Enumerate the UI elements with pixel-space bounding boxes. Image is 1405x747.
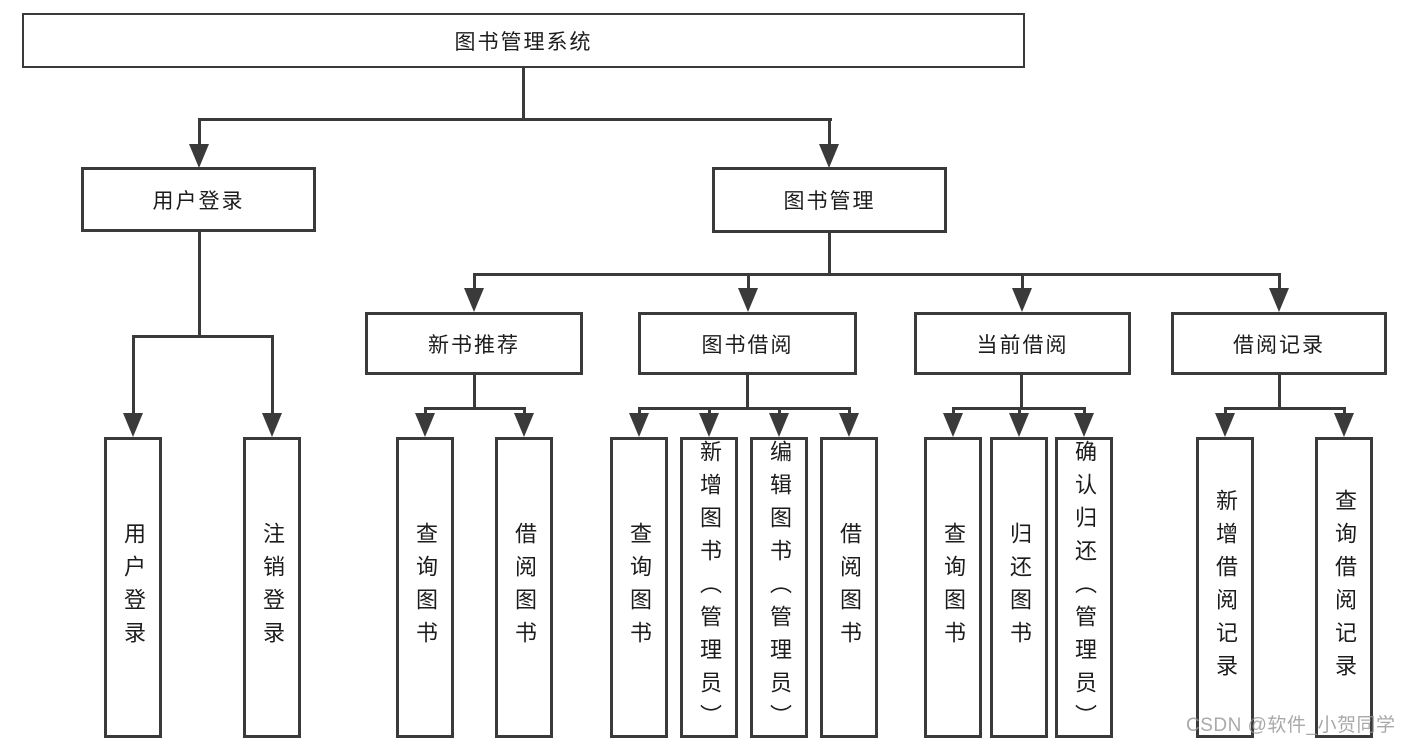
connector [1224,407,1227,416]
connector [708,407,711,416]
node-borrow-records: 借阅记录 [1171,312,1387,375]
connector [1083,407,1086,416]
leaf-cb-query-books: 查询图书 [924,437,982,738]
leaf-cb-return-books: 归还图书 [990,437,1048,738]
arrowhead-down-icon [123,413,143,437]
connector [271,335,274,415]
leaf-cb-confirm-return-admin: 确认归还（管理员） [1055,437,1113,738]
watermark: CSDN @软件_小贺同学 [1186,715,1396,736]
connector [952,407,955,416]
arrowhead-down-icon [1012,288,1032,312]
leaf-bb-edit-books-admin: 编辑图书（管理员） [750,437,808,738]
connector [1278,375,1281,407]
connector [638,407,850,410]
connector [1021,273,1024,291]
leaf-br-add-record: 新增借阅记录 [1196,437,1254,738]
leaf-br-query-record: 查询借阅记录 [1315,437,1373,738]
node-root-system: 图书管理系统 [22,13,1025,68]
connector [778,407,781,416]
leaf-logout: 注销登录 [243,437,301,738]
connector [1020,375,1023,407]
connector [848,407,851,416]
connector [198,118,832,121]
arrowhead-down-icon [1334,413,1354,437]
connector [132,335,135,415]
connector [1018,407,1021,416]
leaf-nb-query-books: 查询图书 [396,437,454,738]
arrowhead-down-icon [769,413,789,437]
connector [473,375,476,407]
connector [1224,407,1346,410]
leaf-bb-query-books: 查询图书 [610,437,668,738]
connector [828,232,831,275]
connector [523,407,526,416]
connector [828,118,831,148]
connector [1278,273,1281,291]
node-new-book-recommend: 新书推荐 [365,312,583,375]
arrowhead-down-icon [514,413,534,437]
node-user-login: 用户登录 [81,167,316,232]
connector [746,375,749,407]
arrowhead-down-icon [738,288,758,312]
connector [473,273,476,291]
arrowhead-down-icon [943,413,963,437]
arrowhead-down-icon [415,413,435,437]
arrowhead-down-icon [464,288,484,312]
arrowhead-down-icon [1009,413,1029,437]
leaf-user-login: 用户登录 [104,437,162,738]
leaf-bb-borrow-books: 借阅图书 [820,437,878,738]
connector [198,232,201,335]
arrowhead-down-icon [699,413,719,437]
connector [424,407,526,410]
arrowhead-down-icon [189,144,209,168]
arrowhead-down-icon [629,413,649,437]
leaf-bb-add-books-admin: 新增图书（管理员） [680,437,738,738]
arrowhead-down-icon [262,413,282,437]
leaf-nb-borrow-books: 借阅图书 [495,437,553,738]
arrowhead-down-icon [1074,413,1094,437]
node-current-borrow: 当前借阅 [914,312,1131,375]
arrowhead-down-icon [1269,288,1289,312]
connector [424,407,427,416]
connector [1343,407,1346,416]
connector [198,118,201,148]
connector [638,407,641,416]
connector [522,68,525,118]
connector [473,273,1281,276]
connector [747,273,750,291]
arrowhead-down-icon [839,413,859,437]
node-book-management: 图书管理 [712,167,947,233]
node-book-borrow: 图书借阅 [638,312,857,375]
connector [132,335,274,338]
arrowhead-down-icon [1215,413,1235,437]
arrowhead-down-icon [819,144,839,168]
